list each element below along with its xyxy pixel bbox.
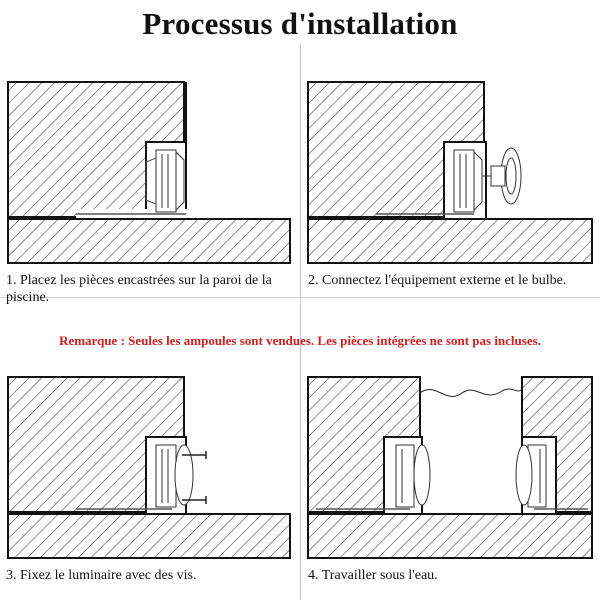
step-1-diagram (6, 80, 292, 265)
recessed-housing-icon (145, 149, 185, 213)
vertical-divider (300, 44, 301, 600)
step-2-diagram (306, 80, 594, 265)
step-3-caption: 3. Fixez le luminaire avec des vis. (6, 568, 197, 583)
horizontal-divider (0, 297, 600, 298)
screw-icon (182, 451, 207, 504)
fixture-right-icon (515, 444, 547, 508)
bulb-icon (482, 147, 522, 205)
step-3-diagram (6, 375, 292, 560)
fixture-icon (155, 444, 194, 508)
recessed-housing-icon (453, 149, 483, 213)
step-2-caption: 2. Connectez l'équipement externe et le … (308, 273, 567, 288)
page-title: Processus d'installation (142, 6, 458, 41)
step-4-diagram (306, 375, 594, 560)
fixture-left-icon (395, 444, 431, 508)
remark-note: Remarque : Seules les ampoules sont vend… (59, 333, 541, 348)
step-4-caption: 4. Travailler sous l'eau. (308, 568, 438, 583)
step-1-caption: 1. Placez les pièces encastrées sur la p… (6, 273, 272, 305)
